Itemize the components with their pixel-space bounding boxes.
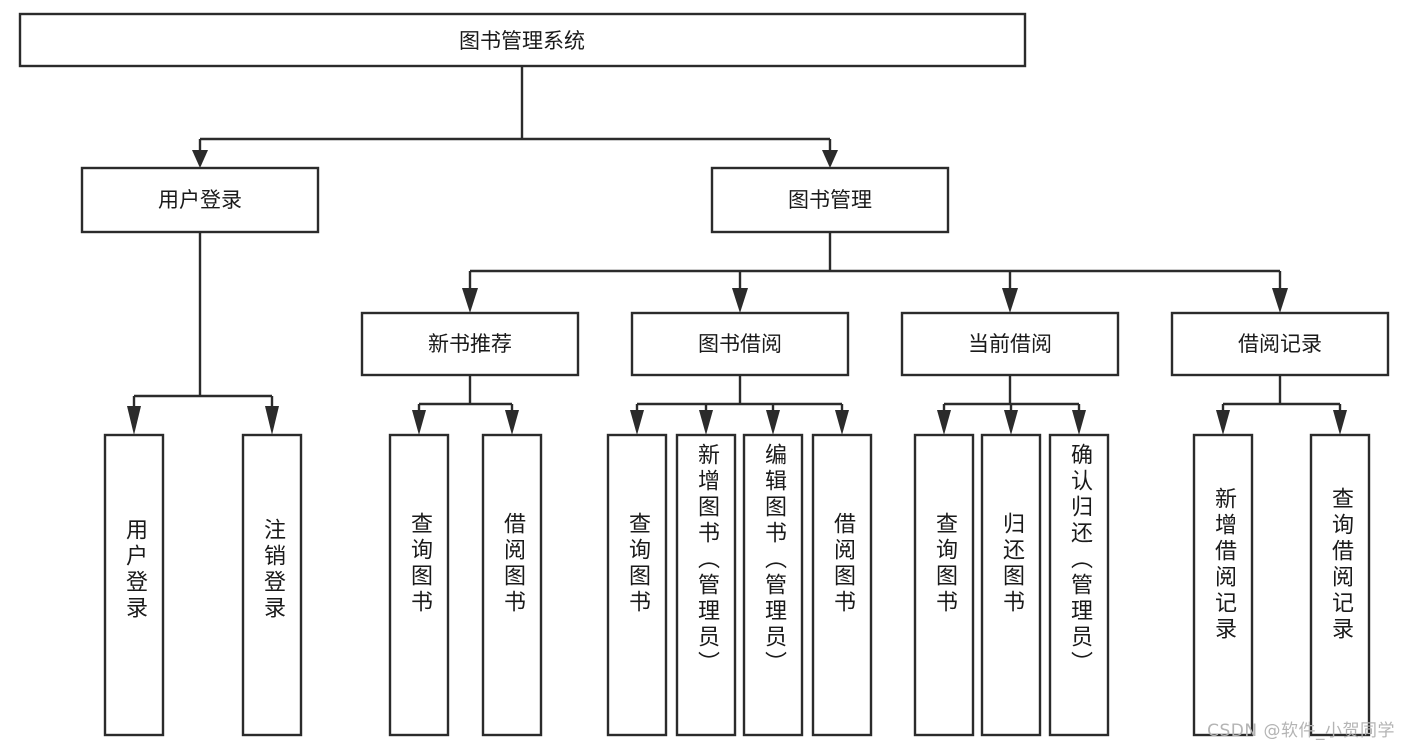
- leaf-box-cb-query-book[interactable]: [913, 433, 975, 737]
- arrow-to-bb-leaf-4: [835, 410, 849, 435]
- leaf-box-br-add-record[interactable]: [1192, 433, 1254, 737]
- arrow-to-book-borrow: [732, 288, 748, 313]
- borrow-record-box[interactable]: [1170, 311, 1390, 377]
- arrow-to-leaf-user-login: [127, 406, 141, 435]
- book-manage-box[interactable]: [710, 166, 950, 234]
- arrow-to-cb-leaf-3: [1072, 410, 1086, 435]
- arrow-to-bb-leaf-3: [766, 410, 780, 435]
- leaf-box-br-query-record[interactable]: [1309, 433, 1371, 737]
- new-book-recommend-box[interactable]: [360, 311, 580, 377]
- leaf-box-nb-borrow-book[interactable]: [481, 433, 543, 737]
- root-box[interactable]: [18, 12, 1027, 68]
- leaf-box-bb-query-book[interactable]: [606, 433, 668, 737]
- current-borrow-label: 当前借阅: [968, 332, 1052, 356]
- csdn-watermark: CSDN @软件_小贺同学: [1207, 721, 1395, 741]
- leaf-box-bb-edit-book[interactable]: [742, 433, 804, 737]
- arrow-to-book-manage: [822, 150, 838, 168]
- arrow-to-cb-leaf-2: [1004, 410, 1018, 435]
- arrow-to-current-borrow: [1002, 288, 1018, 313]
- node-user-login[interactable]: 用户登录: [80, 166, 320, 234]
- arrow-to-bb-leaf-2: [699, 410, 713, 435]
- user-login-box[interactable]: [80, 166, 320, 234]
- leaf-box-group: [103, 433, 1371, 737]
- arrow-to-br-leaf-2: [1333, 410, 1347, 435]
- arrow-to-user-login: [192, 150, 208, 168]
- leaf-box-cb-return-book[interactable]: [980, 433, 1042, 737]
- leaf-box-bb-borrow-book[interactable]: [811, 433, 873, 737]
- leaf-box-cb-confirm-return[interactable]: [1048, 433, 1110, 737]
- node-root[interactable]: 图书管理系统: [18, 12, 1027, 68]
- node-new-book-recommend[interactable]: 新书推荐: [360, 311, 580, 377]
- leaf-box-bb-add-book[interactable]: [675, 433, 737, 737]
- leaf-box-user-login[interactable]: [103, 433, 165, 737]
- node-book-borrow[interactable]: 图书借阅: [630, 311, 850, 377]
- arrow-to-br-leaf-1: [1216, 410, 1230, 435]
- leaf-box-nb-query-book[interactable]: [388, 433, 450, 737]
- node-book-manage[interactable]: 图书管理: [710, 166, 950, 234]
- root-label: 图书管理系统: [459, 29, 585, 53]
- arrow-to-nb-leaf-1: [412, 410, 426, 435]
- connector-group: [127, 66, 1347, 435]
- new-book-recommend-label: 新书推荐: [428, 332, 512, 356]
- arrow-to-nb-leaf-2: [505, 410, 519, 435]
- arrow-to-bb-leaf-1: [630, 410, 644, 435]
- arrow-to-leaf-logout: [265, 406, 279, 435]
- book-borrow-label: 图书借阅: [698, 332, 782, 356]
- leaf-box-logout[interactable]: [241, 433, 303, 737]
- book-borrow-box[interactable]: [630, 311, 850, 377]
- current-borrow-box[interactable]: [900, 311, 1120, 377]
- node-borrow-record[interactable]: 借阅记录: [1170, 311, 1390, 377]
- book-manage-label: 图书管理: [788, 188, 872, 212]
- arrow-to-new-book: [462, 288, 478, 313]
- node-current-borrow[interactable]: 当前借阅: [900, 311, 1120, 377]
- arrow-to-cb-leaf-1: [937, 410, 951, 435]
- borrow-record-label: 借阅记录: [1238, 332, 1322, 356]
- arrow-to-borrow-record: [1272, 288, 1288, 313]
- user-login-label: 用户登录: [158, 188, 242, 212]
